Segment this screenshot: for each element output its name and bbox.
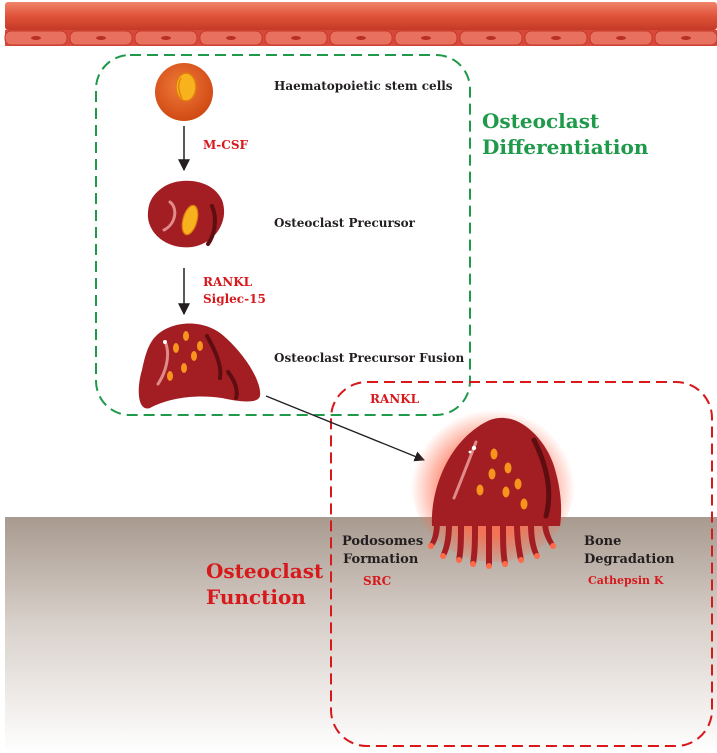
precursor-fusion-cell <box>138 323 261 409</box>
blood-vessel <box>4 2 717 46</box>
bone-surface <box>5 517 717 753</box>
label-haematopoietic-stem-cells: Haematopoietic stem cells <box>274 79 453 93</box>
title-function-line-1: Osteoclast <box>206 559 324 583</box>
label-siglec-15: Siglec-15 <box>203 292 266 306</box>
label-precursor-fusion: Osteoclast Precursor Fusion <box>274 351 465 365</box>
title-function-line-2: Function <box>206 585 306 609</box>
stem-cell <box>155 63 213 121</box>
label-osteoclast-precursor: Osteoclast Precursor <box>274 216 415 230</box>
function-box <box>330 381 713 747</box>
differentiation-box <box>95 54 471 416</box>
title-osteoclast-function: Osteoclast Function <box>206 558 323 610</box>
label-src: SRC <box>363 574 392 588</box>
label-degradation: Degradation <box>584 552 675 567</box>
osteoclast-precursor-cell <box>147 180 225 248</box>
label-formation: Formation <box>343 552 419 567</box>
arrow-to-osteoclast <box>265 395 425 462</box>
label-cathepsin-k: Cathepsin K <box>588 574 664 587</box>
label-podosomes: Podosomes <box>342 534 424 549</box>
title-differentiation-line-2: Differentiation <box>482 135 649 159</box>
label-rankl: RANKL <box>203 275 253 289</box>
label-mcsf: M-CSF <box>203 138 248 152</box>
label-bone: Bone <box>584 534 622 549</box>
mature-osteoclast <box>411 402 575 569</box>
label-rankl-function: RANKL <box>370 392 420 406</box>
title-differentiation-line-1: Osteoclast <box>482 109 600 133</box>
title-osteoclast-differentiation: Osteoclast Differentiation <box>482 108 648 160</box>
